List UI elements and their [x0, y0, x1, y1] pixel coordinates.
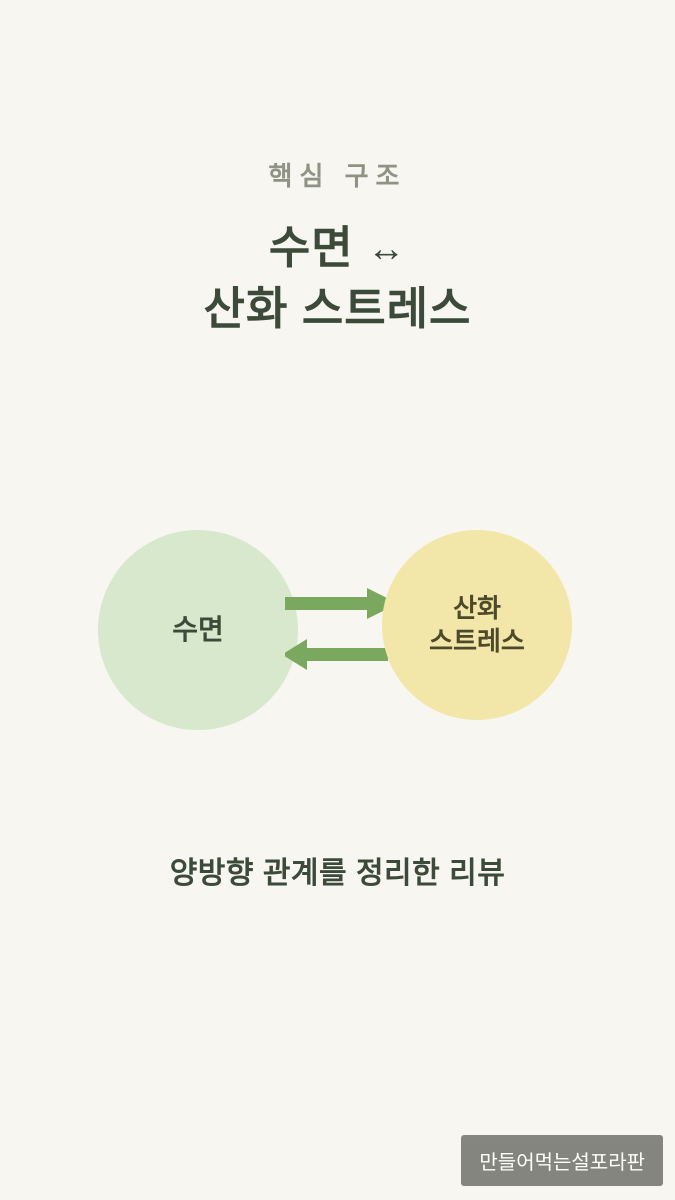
title-line-2: 산화 스트레스	[203, 282, 472, 334]
arrow-left-icon	[282, 639, 388, 670]
eyebrow-label: 핵심 구조	[268, 161, 407, 191]
node-oxidative-stress-label: 산화 스트레스	[429, 592, 525, 659]
relationship-diagram: 수면 산화 스트레스	[0, 530, 675, 730]
title-line-1: 수면 ↔	[0, 218, 675, 279]
arrow-group	[282, 588, 400, 678]
node-oxidative-stress-label-line2: 스트레스	[429, 626, 525, 656]
watermark-badge: 만들어먹는설포라판	[461, 1135, 663, 1186]
node-sleep-label: 수면	[172, 614, 224, 646]
node-sleep: 수면	[98, 530, 298, 730]
arrows-svg	[282, 588, 398, 670]
title-text-sleep: 수면	[268, 222, 354, 273]
node-oxidative-stress: 산화 스트레스	[382, 530, 572, 720]
node-oxidative-stress-label-line1: 산화	[453, 592, 501, 623]
subtitle-text: 양방향 관계를 정리한 리뷰	[169, 857, 506, 890]
page-title: 수면 ↔ 산화 스트레스	[0, 218, 675, 340]
bidirectional-arrow-icon: ↔	[367, 228, 407, 270]
arrow-right-icon	[285, 588, 398, 619]
